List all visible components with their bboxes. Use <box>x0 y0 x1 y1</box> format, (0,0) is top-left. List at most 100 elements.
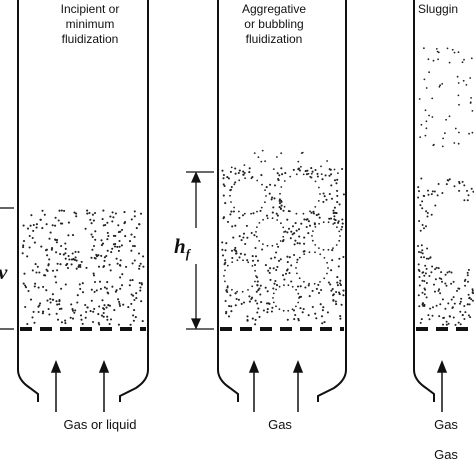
particle <box>334 300 337 303</box>
particle <box>438 288 441 291</box>
particle <box>302 212 305 215</box>
particle <box>229 194 231 197</box>
particle <box>459 310 462 313</box>
particle <box>254 323 257 326</box>
particle <box>325 198 328 201</box>
particle <box>453 142 456 144</box>
particle <box>260 174 263 177</box>
particle <box>339 282 342 285</box>
particle <box>118 300 121 303</box>
particle <box>260 206 263 209</box>
particle <box>133 298 136 302</box>
particle <box>303 250 306 253</box>
particle <box>327 281 330 284</box>
particle <box>283 231 285 233</box>
particle <box>342 255 345 259</box>
particle <box>340 303 343 306</box>
particle <box>74 250 77 253</box>
particle <box>274 279 277 283</box>
particle <box>428 318 431 321</box>
column-3-wall-left <box>413 0 435 402</box>
particle <box>77 265 80 268</box>
particle <box>52 298 55 301</box>
particle <box>336 284 339 287</box>
particle <box>448 270 451 273</box>
particle <box>251 296 254 299</box>
particle <box>339 317 342 320</box>
particle <box>417 294 420 297</box>
particle <box>314 312 317 315</box>
particle <box>55 251 58 254</box>
particle <box>445 118 447 121</box>
particle <box>464 311 467 314</box>
particle <box>235 250 238 253</box>
particle <box>264 201 266 204</box>
particle <box>449 315 451 318</box>
particle <box>437 58 439 61</box>
particle <box>231 261 234 263</box>
particle <box>29 298 33 301</box>
particle <box>445 183 448 186</box>
particle <box>70 303 73 306</box>
particle <box>417 196 420 199</box>
particle <box>113 309 116 312</box>
caption-line: or bubbling <box>244 17 304 31</box>
particle <box>332 293 335 296</box>
particle <box>115 289 118 292</box>
particle <box>322 248 325 251</box>
particle <box>296 261 298 264</box>
particle <box>101 242 105 245</box>
particle <box>66 262 69 265</box>
particle <box>445 284 448 287</box>
particle <box>306 169 309 172</box>
particle <box>231 288 233 291</box>
particle <box>421 207 424 210</box>
particle <box>335 244 338 246</box>
particle <box>226 285 229 288</box>
particle <box>230 185 233 189</box>
particle <box>238 216 241 219</box>
particle <box>421 279 424 282</box>
particle <box>453 51 456 54</box>
particle <box>119 287 122 290</box>
particle <box>272 292 275 295</box>
particle <box>132 294 135 297</box>
particle <box>287 227 291 230</box>
particle <box>50 248 53 251</box>
particle <box>326 272 328 275</box>
particle <box>318 216 321 219</box>
particle <box>283 205 286 208</box>
particle <box>251 265 254 267</box>
particle <box>433 143 435 146</box>
particle <box>221 248 224 251</box>
particle <box>297 228 301 231</box>
particle <box>417 263 420 266</box>
particle <box>24 284 27 287</box>
particle <box>333 215 336 218</box>
particle <box>109 269 112 272</box>
particle <box>423 293 426 296</box>
caption-line: fluidization <box>61 32 119 46</box>
particle <box>225 242 228 245</box>
particle <box>254 280 256 283</box>
particle <box>254 269 256 272</box>
particle <box>287 284 290 287</box>
particle <box>341 222 344 225</box>
particle <box>114 234 117 237</box>
particle <box>92 274 96 277</box>
particle <box>40 245 43 248</box>
particle <box>228 305 231 308</box>
particle <box>34 263 37 266</box>
particle <box>272 287 275 290</box>
particle <box>262 243 264 246</box>
particle <box>97 313 100 316</box>
particle <box>60 209 63 212</box>
particle <box>278 174 281 177</box>
particle <box>423 256 425 259</box>
particle <box>307 314 310 317</box>
particle <box>310 172 313 175</box>
particle <box>60 244 63 248</box>
particle <box>58 300 61 303</box>
particle <box>242 232 246 235</box>
particle <box>273 184 277 187</box>
